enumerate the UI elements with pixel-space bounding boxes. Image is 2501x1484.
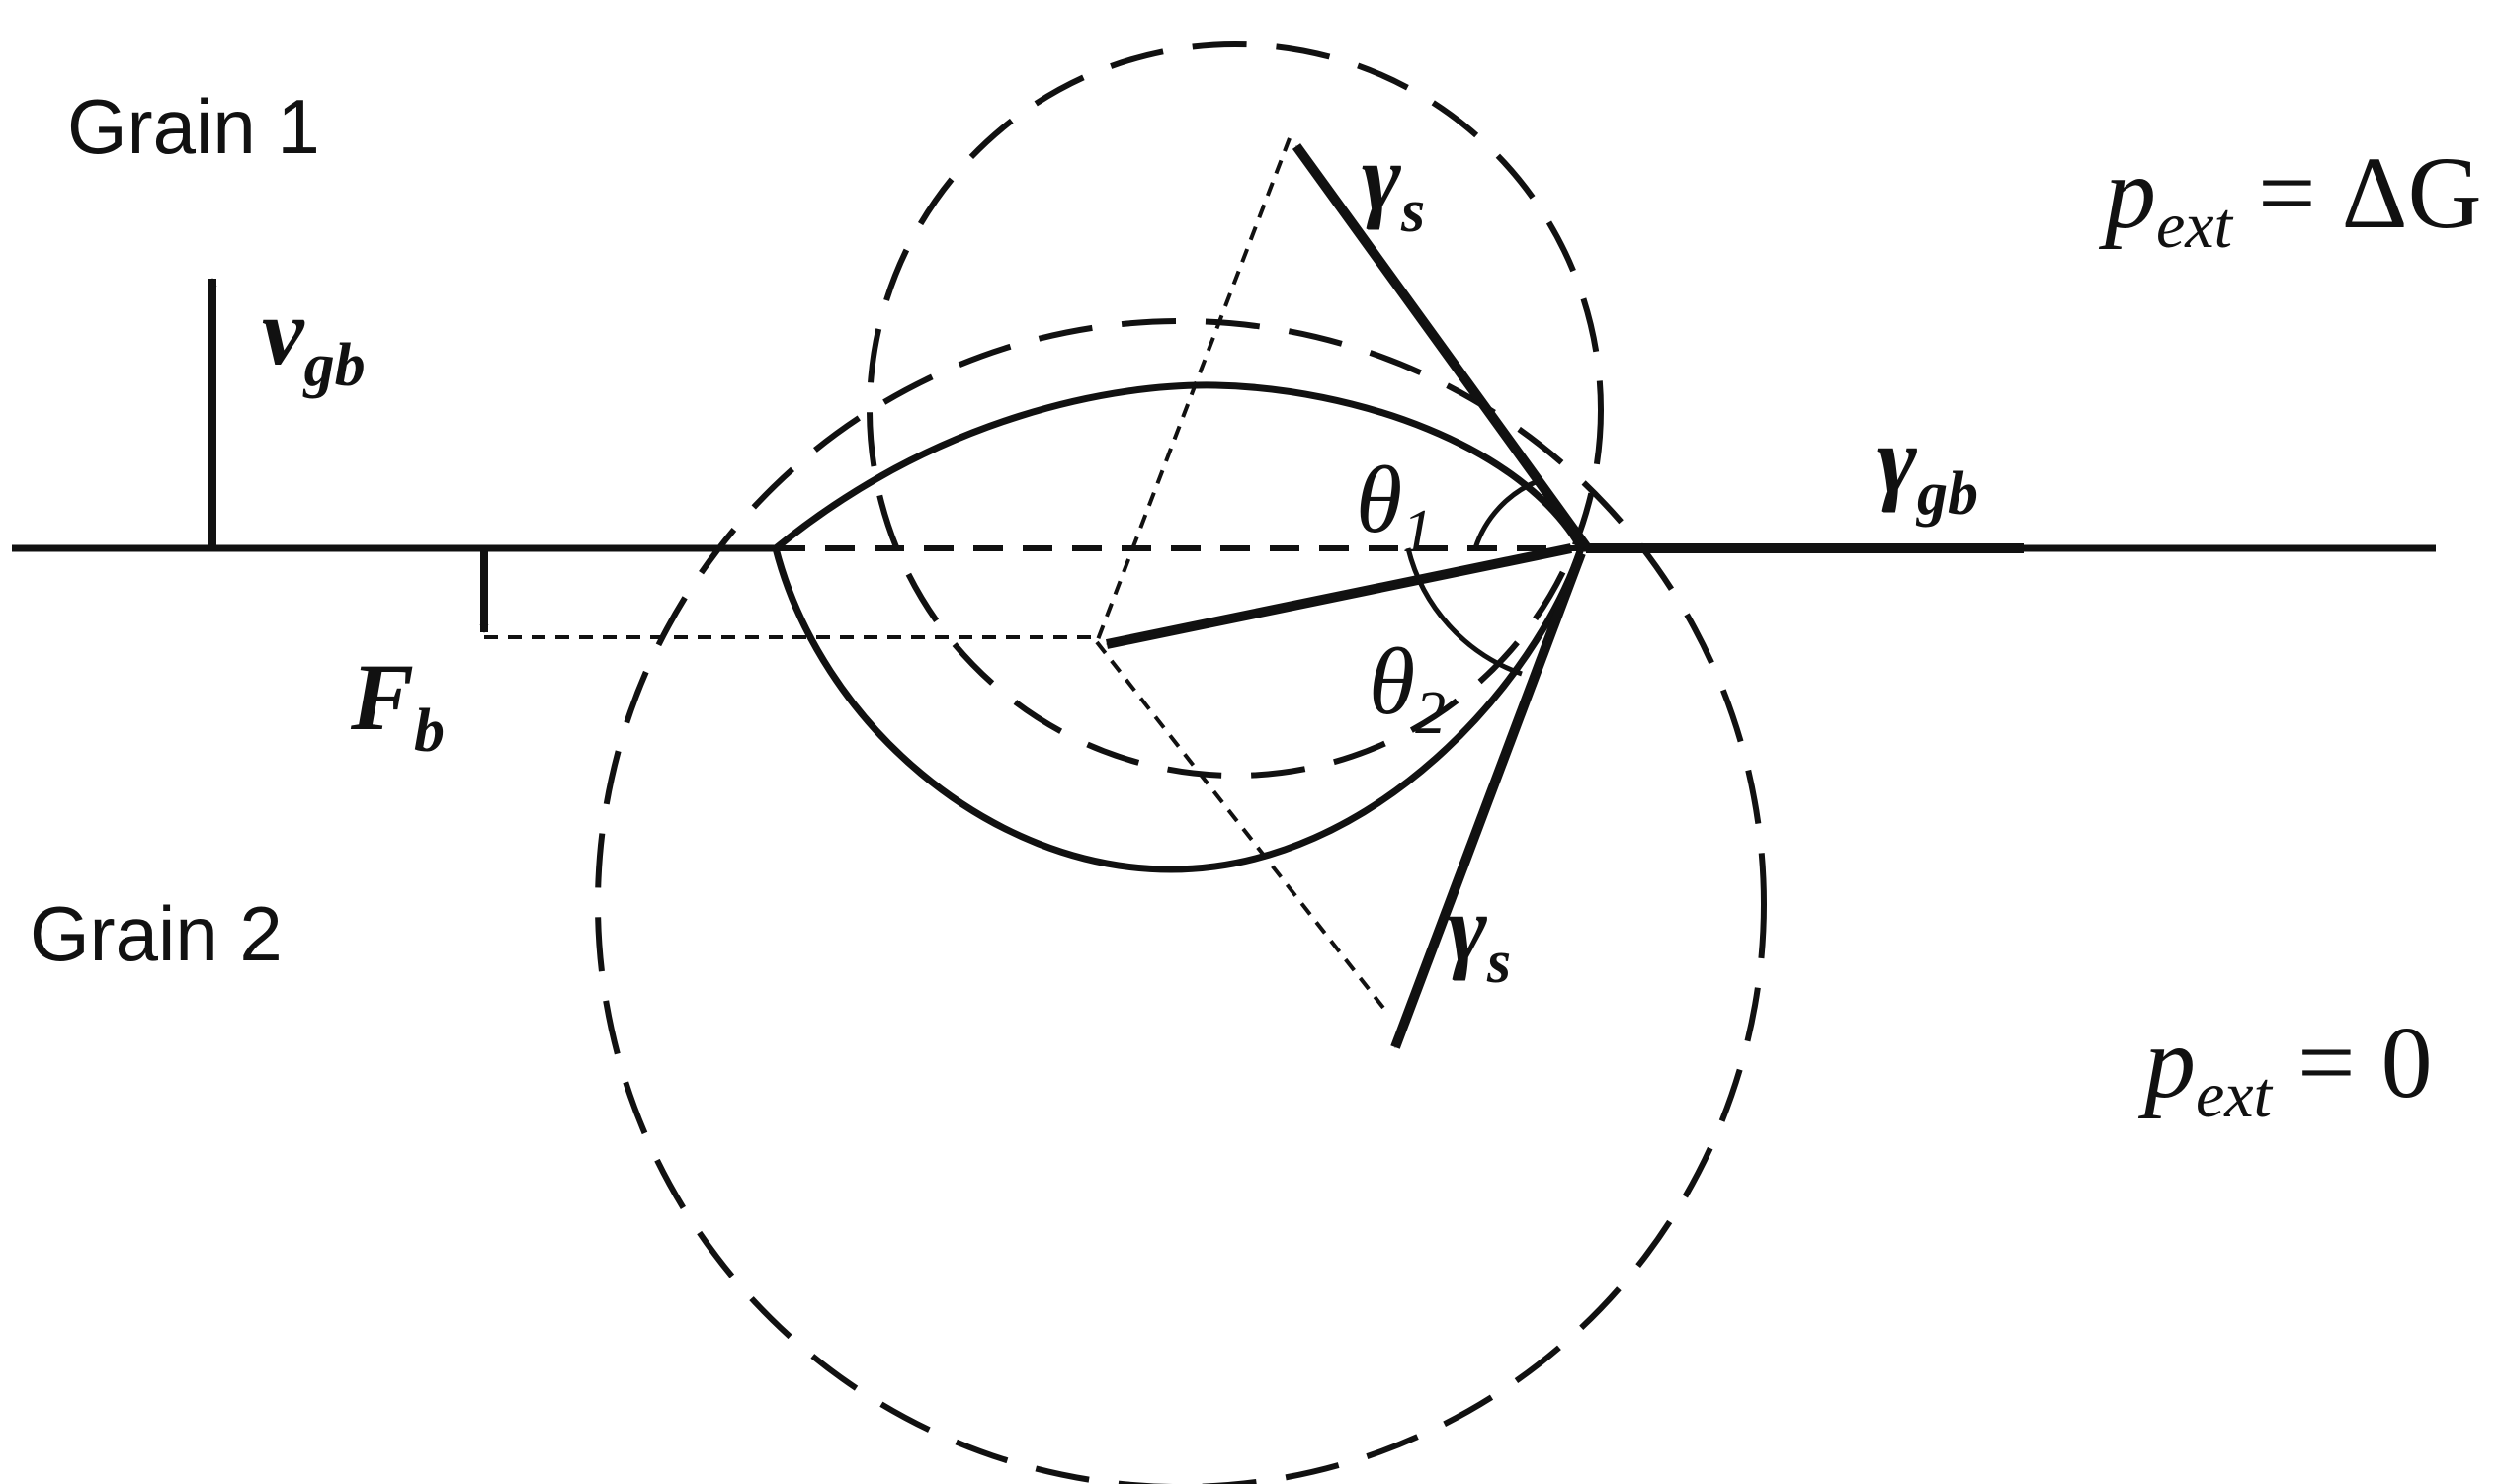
f-b-label: Fb	[350, 644, 445, 765]
theta2-arc	[1405, 547, 1523, 677]
gamma-s-lower-label: γs	[1448, 875, 1511, 996]
grain-1-label: Grain 1	[67, 83, 320, 170]
gamma-s-lower-arrow	[1390, 551, 1586, 1049]
construction-line-upper	[1095, 137, 1292, 643]
gamma-s-upper-label: γs	[1362, 124, 1425, 245]
gamma-gb-label: γgb	[1877, 407, 1978, 528]
upper-dashed-circle	[867, 41, 1604, 779]
construction-line-lower	[1095, 640, 1385, 1010]
v-gb-label: vgb	[262, 279, 366, 399]
theta-1-label: θ1	[1356, 447, 1433, 565]
grain-2-label: Grain 2	[30, 890, 283, 977]
particle-lens-upper	[773, 381, 1585, 551]
particle-lens-lower	[772, 546, 1585, 873]
lower-dashed-circle	[595, 318, 1767, 1484]
theta-2-label: θ2	[1369, 628, 1446, 747]
theta1-arc	[1472, 478, 1539, 549]
gamma-s-upper-arrow	[1292, 143, 1591, 549]
pext-top-label: pext = ΔG	[2098, 136, 2482, 262]
pext-bottom-label: pext = 0	[2137, 1006, 2433, 1131]
resultant-arrow	[1105, 543, 1573, 649]
